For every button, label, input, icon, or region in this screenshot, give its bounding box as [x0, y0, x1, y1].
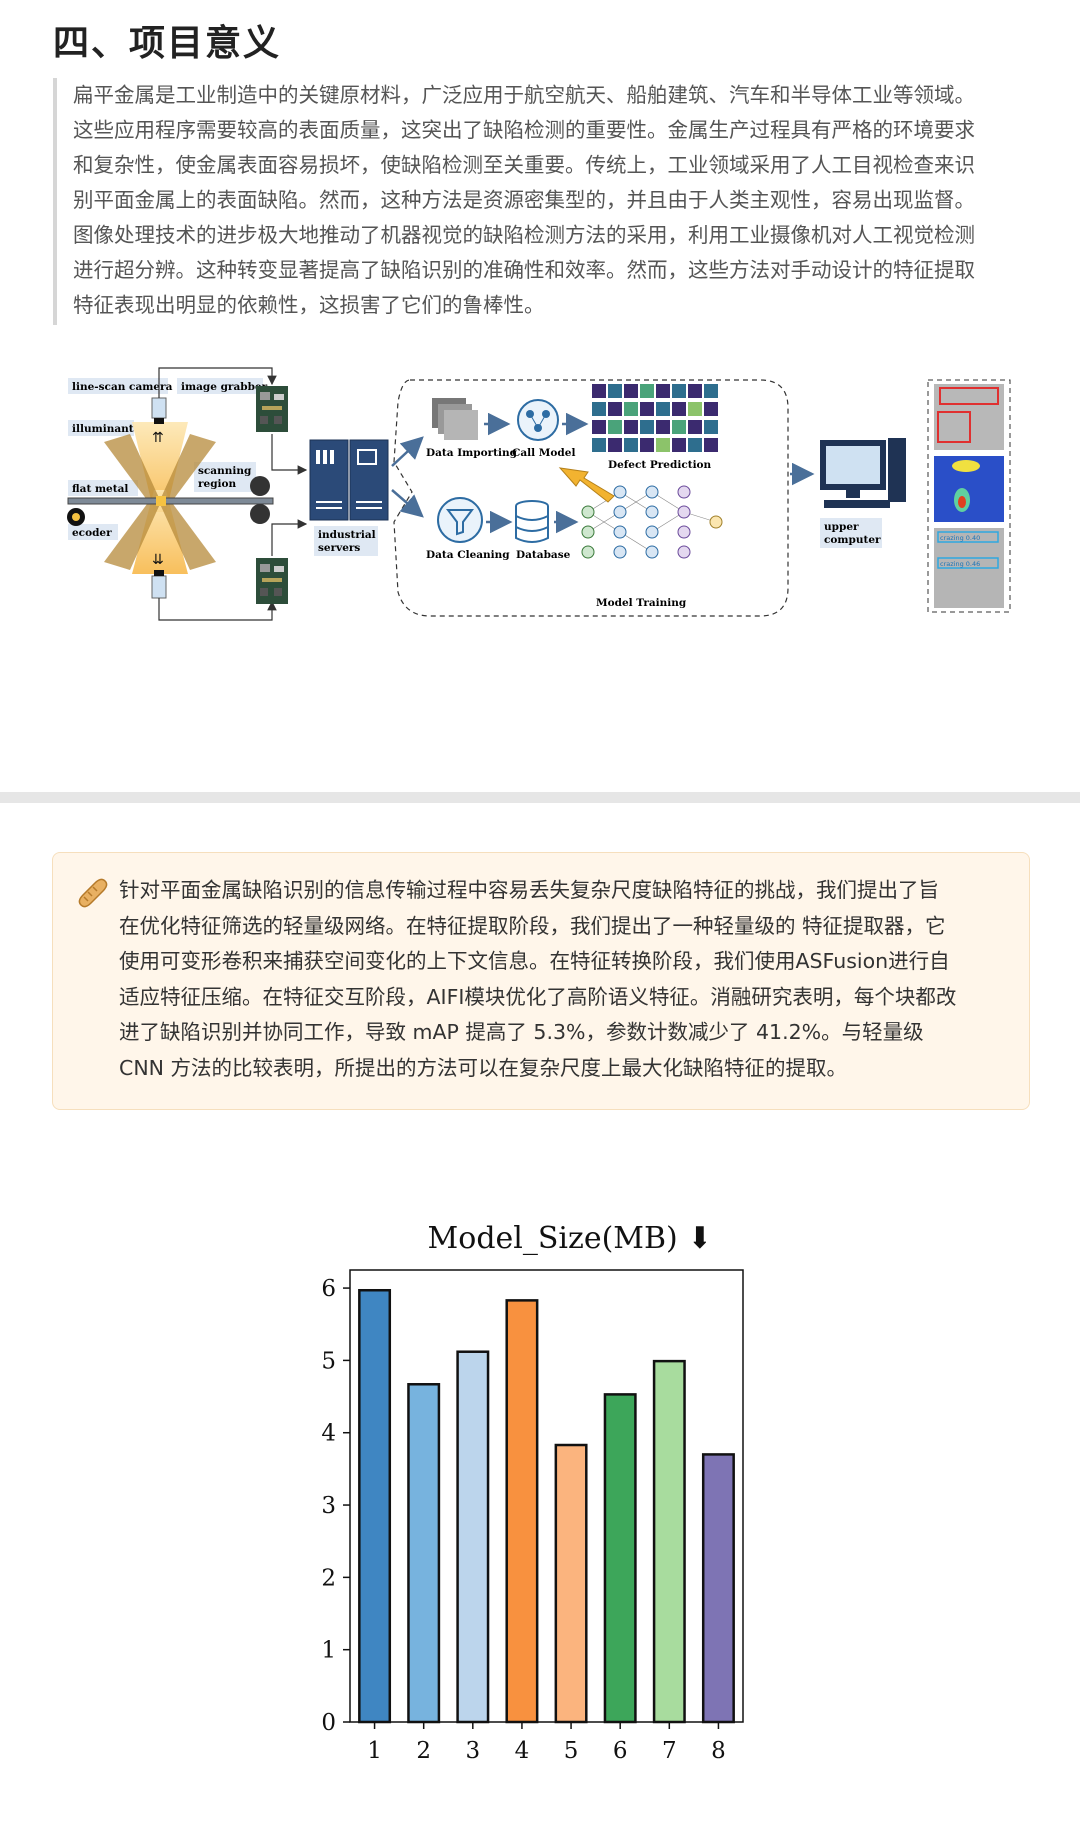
- y-tick-label: 6: [321, 1276, 336, 1302]
- camera-top: [151, 397, 167, 419]
- label-data-cleaning: Data Cleaning: [426, 549, 510, 561]
- x-tick-label: 8: [711, 1738, 726, 1764]
- summary-line: 在优化特征筛选的轻量级网络。在特征提取阶段，我们提出了一种轻量级的 特征提取器，…: [119, 913, 946, 938]
- svg-text:⇊: ⇊: [152, 552, 164, 568]
- svg-text:crazing 0.46: crazing 0.46: [940, 560, 980, 568]
- bread-icon: [78, 878, 108, 908]
- x-tick-label: 1: [367, 1738, 382, 1764]
- summary-line: CNN 方法的比较表明，所提出的方法可以在复杂尺度上最大化缺陷特征的提取。: [119, 1055, 847, 1080]
- intro-line: 别平面金属上的表面缺陷。然而，这种方法是资源密集型的，并且由于人类主观性，容易出…: [73, 188, 975, 212]
- intro-line: 图像处理技术的进步极大地推动了机器视觉的缺陷检测方法的采用，利用工业摄像机对人工…: [73, 223, 975, 247]
- chart-frame: [349, 1269, 744, 1723]
- label-industrial-servers: industrial servers: [314, 526, 378, 556]
- image-grabber-board-top: [256, 386, 288, 432]
- summary-callout: 针对平面金属缺陷识别的信息传输过程中容易丢失复杂尺度缺陷特征的挑战，我们提出了旨…: [52, 852, 1030, 1110]
- intro-line: 特征表现出明显的依赖性，这损害了它们的鲁棒性。: [73, 293, 545, 317]
- y-tick-label: 5: [321, 1348, 336, 1374]
- intro-blockquote: 扁平金属是工业制造中的关键原材料，广泛应用于航空航天、船舶建筑、汽车和半导体工业…: [53, 78, 1038, 325]
- label-ecoder: ecoder: [68, 524, 118, 540]
- bar-1: [358, 1288, 392, 1724]
- label-line-scan-camera: line-scan camera: [68, 378, 173, 394]
- y-tick-label: 0: [321, 1710, 336, 1736]
- y-tick-label: 4: [321, 1421, 336, 1447]
- x-tick-label: 2: [416, 1738, 431, 1764]
- camera-bottom: [151, 575, 167, 599]
- svg-text:region: region: [198, 478, 237, 490]
- summary-line: 针对平面金属缺陷识别的信息传输过程中容易丢失复杂尺度缺陷特征的挑战，我们提出了旨: [119, 878, 939, 902]
- defect-prediction-grid: [592, 384, 718, 452]
- data-importing-icon: [432, 398, 478, 440]
- database-icon: [515, 500, 549, 543]
- result-panel: [927, 379, 1011, 613]
- inspection-system-diagram: line-scan camera image grabber illuminan…: [67, 367, 1011, 621]
- light-cone-bottom: [132, 490, 188, 574]
- intro-line: 扁平金属是工业制造中的关键原材料，广泛应用于航空航天、船舶建筑、汽车和半导体工业…: [73, 83, 975, 107]
- model-size-chart: Model_Size(MB) ⬇ 0 1 2 3 4 5 6 1 2 3 4 5 6 7 8: [321, 1221, 744, 1764]
- x-tick-label: 5: [564, 1738, 579, 1764]
- summary-line: 适应特征压缩。在特征交互阶段，AIFI模块优化了高阶语义特征。消融研究表明，每个…: [119, 984, 957, 1009]
- summary-line: 进了缺陷识别并协同工作，导致 mAP 提高了 5.3%，参数计数减少了 41.2…: [119, 1020, 924, 1044]
- processing-cloud: [393, 379, 789, 617]
- upper-computer-icon: [820, 438, 906, 508]
- bar-7: [652, 1359, 686, 1724]
- bar-8: [701, 1453, 735, 1724]
- chart-title: Model_Size(MB) ⬇: [428, 1221, 713, 1256]
- svg-text:image grabber: image grabber: [181, 381, 268, 393]
- svg-text:upper: upper: [824, 521, 859, 533]
- x-tick-label: 7: [662, 1738, 677, 1764]
- label-scanning-region: scanning region: [194, 462, 256, 492]
- label-model-training: Model Training: [596, 597, 687, 609]
- svg-text:computer: computer: [824, 534, 881, 546]
- svg-text:illuminant: illuminant: [72, 423, 134, 435]
- x-tick-label: 6: [613, 1738, 628, 1764]
- svg-text:crazing 0.40: crazing 0.40: [940, 534, 980, 542]
- feedback-arrow: [558, 467, 615, 503]
- bar-6: [603, 1393, 637, 1724]
- label-defect-prediction: Defect Prediction: [608, 459, 712, 471]
- bar-2: [407, 1383, 441, 1724]
- roller-bottom: [250, 504, 270, 524]
- svg-text:ecoder: ecoder: [72, 527, 112, 539]
- data-cleaning-icon: [437, 497, 483, 543]
- y-tick-label: 1: [321, 1638, 336, 1664]
- intro-line: 和复杂性，使金属表面容易损坏，使缺陷检测至关重要。传统上，工业领域采用了人工目视…: [73, 153, 975, 177]
- model-training-network: [581, 485, 723, 559]
- x-tick-label: 4: [515, 1738, 530, 1764]
- svg-text:industrial: industrial: [318, 529, 376, 541]
- roller-top: [250, 476, 270, 496]
- bar-5: [554, 1443, 588, 1724]
- label-illuminant: illuminant: [68, 420, 134, 436]
- call-model-icon: [517, 399, 559, 441]
- label-image-grabber: image grabber: [177, 378, 268, 394]
- section-divider: [0, 792, 1080, 803]
- label-database: Database: [516, 549, 571, 561]
- label-upper-computer: upper computer: [820, 518, 882, 548]
- svg-text:⇈: ⇈: [152, 430, 164, 446]
- svg-text:scanning: scanning: [198, 465, 252, 477]
- y-tick-label: 2: [321, 1565, 336, 1591]
- intro-line: 进行超分辨。这种转变显著提高了缺陷识别的准确性和效率。然而，这些方法对手动设计的…: [73, 258, 975, 282]
- svg-text:servers: servers: [318, 542, 360, 554]
- label-data-importing: Data Importing: [426, 447, 518, 459]
- bar-4: [505, 1299, 539, 1724]
- bar-3: [456, 1350, 490, 1724]
- summary-line: 使用可变形卷积来捕获空间变化的上下文信息。在特征转换阶段，我们使用ASFusio…: [119, 949, 950, 973]
- industrial-servers: [309, 439, 389, 521]
- label-flat-metal: flat metal: [68, 480, 138, 496]
- summary-text: 针对平面金属缺陷识别的信息传输过程中容易丢失复杂尺度缺陷特征的挑战，我们提出了旨…: [119, 873, 956, 1086]
- svg-text:line-scan camera: line-scan camera: [72, 381, 173, 393]
- page-title: 四、项目意义: [53, 23, 282, 64]
- light-cone-top: [132, 422, 188, 512]
- y-tick-label: 3: [321, 1493, 336, 1519]
- image-grabber-board-bottom: [256, 558, 288, 604]
- label-call-model: Call Model: [512, 447, 575, 459]
- intro-line: 这些应用程序需要较高的表面质量，这突出了缺陷检测的重要性。金属生产过程具有严格的…: [73, 118, 975, 142]
- svg-text:flat metal: flat metal: [72, 483, 128, 495]
- flat-metal-bar: [67, 497, 274, 505]
- x-tick-label: 3: [465, 1738, 480, 1764]
